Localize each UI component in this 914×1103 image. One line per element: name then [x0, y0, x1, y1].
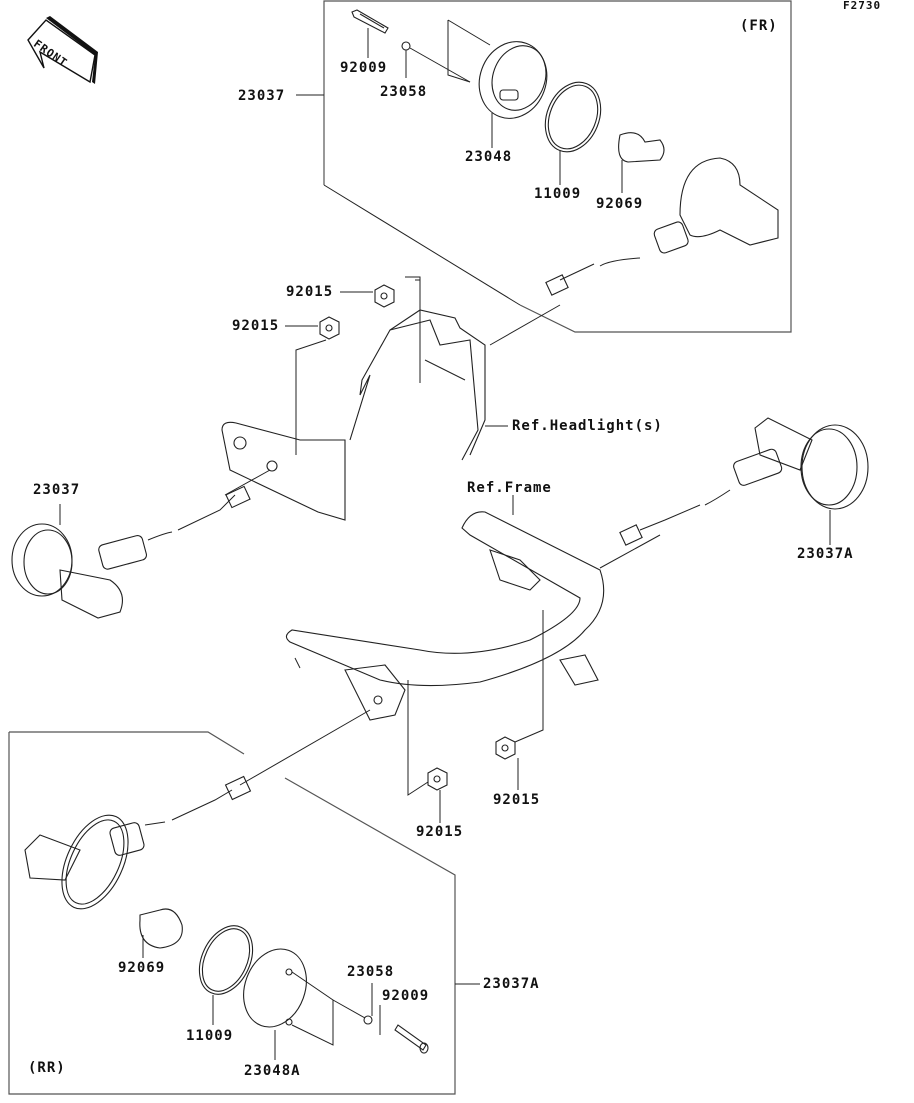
label-fr-gasket: 11009 — [534, 186, 582, 202]
fr-lens-23048 — [478, 41, 548, 148]
fr-turn-signal — [545, 157, 779, 296]
nut-upper-1-92015 — [340, 284, 395, 308]
label-rr-washer: 23058 — [347, 964, 395, 980]
label-nut-upper-1: 92015 — [286, 284, 334, 300]
label-fr-assembly: 23037 — [238, 88, 286, 104]
nut-lower-2-92015 — [495, 610, 544, 790]
label-rr-bulb: 92069 — [118, 960, 166, 976]
fr-bolt-92009 — [351, 9, 389, 58]
rear-group-label: (RR) — [28, 1060, 66, 1076]
rr-bulb-92069 — [139, 908, 183, 958]
label-nut-lower-2: 92015 — [493, 792, 541, 808]
label-nut-lower-1: 92015 — [416, 824, 464, 840]
label-rr-assembly: 23037A — [483, 976, 540, 992]
rr-turn-signal — [24, 775, 252, 910]
nut-lower-1-92015 — [407, 680, 448, 823]
front-group-label: (FR) — [740, 18, 778, 34]
right-turn-signal-23037A — [599, 417, 869, 569]
frame — [285, 495, 605, 721]
fr-bulb-92069 — [618, 132, 665, 193]
label-rr-bolt: 92009 — [382, 988, 430, 1004]
rr-lens-23048A — [243, 948, 366, 1060]
front-arrow-icon — [27, 16, 98, 84]
label-rr-lens: 23048A — [244, 1063, 301, 1079]
label-fr-bolt: 92009 — [340, 60, 388, 76]
rr-bolt-92009 — [379, 1005, 429, 1054]
label-right-signal: 23037A — [797, 546, 854, 562]
ref-headlight-label: Ref.Headlight(s) — [512, 418, 663, 434]
label-left-signal: 23037 — [33, 482, 81, 498]
label-fr-bulb: 92069 — [596, 196, 644, 212]
label-fr-lens: 23048 — [465, 149, 513, 165]
rr-washer-23058 — [363, 983, 373, 1025]
fr-washer-23058 — [401, 19, 491, 83]
label-rr-gasket: 11009 — [186, 1028, 234, 1044]
fr-gasket-11009 — [544, 81, 602, 185]
nut-upper-2-92015 — [285, 316, 340, 455]
figure-id: F2730 — [843, 0, 882, 12]
rr-group-box — [9, 731, 245, 755]
rr-gasket-11009 — [198, 925, 254, 1025]
ref-frame-label: Ref.Frame — [467, 480, 552, 496]
left-turn-signal-23037 — [11, 469, 271, 619]
label-nut-upper-2: 92015 — [232, 318, 280, 334]
headlight-bracket — [221, 276, 561, 521]
label-fr-washer: 23058 — [380, 84, 428, 100]
fr-group-box — [323, 0, 792, 333]
